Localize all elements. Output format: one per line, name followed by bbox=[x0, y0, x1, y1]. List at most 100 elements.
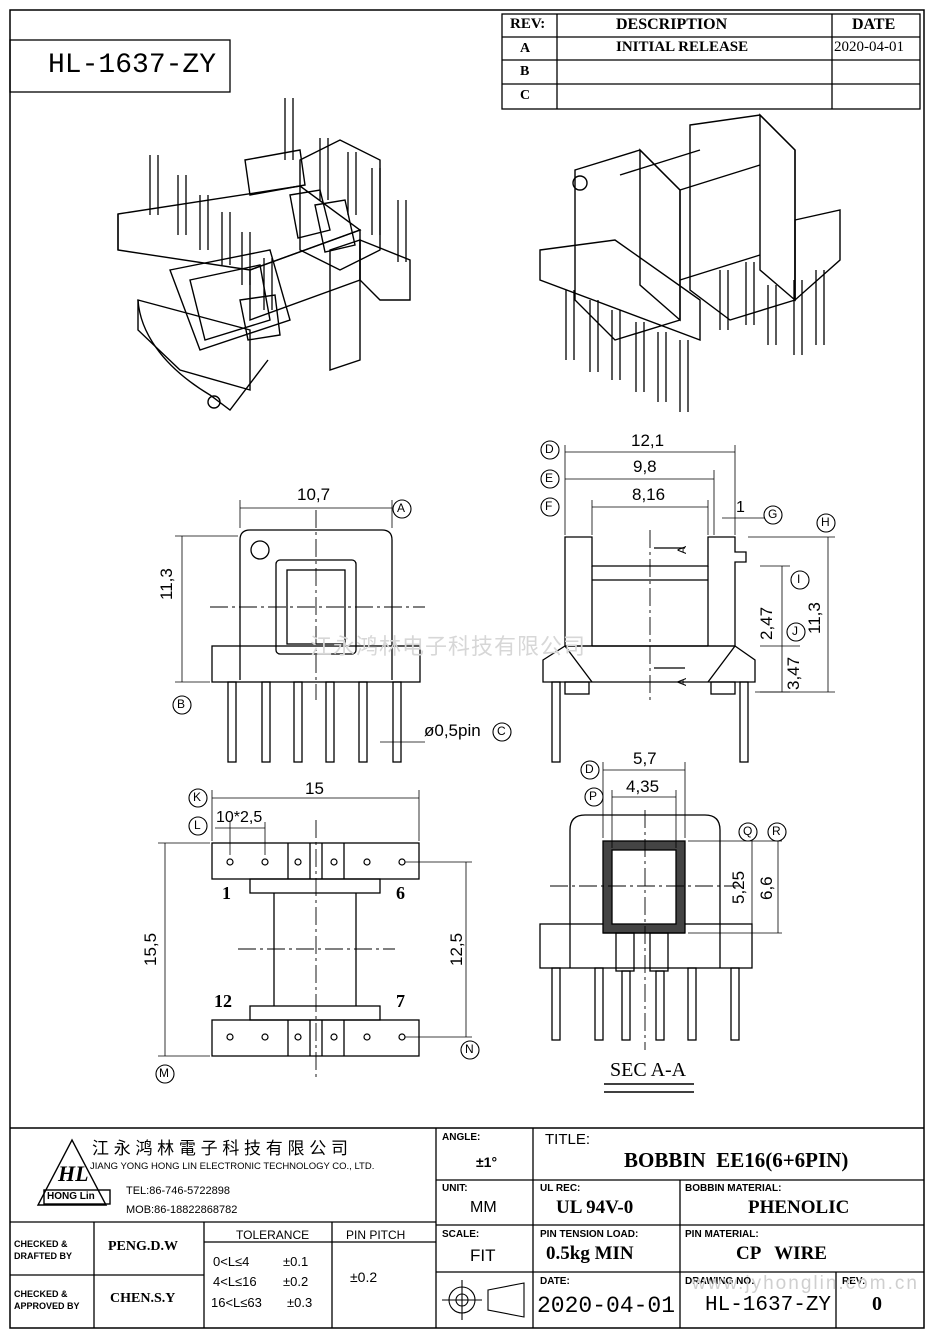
marker-e: E bbox=[545, 471, 554, 485]
date-header: DATE bbox=[852, 16, 896, 33]
dim-front-width: 10,7 bbox=[297, 485, 331, 504]
marker-p: P bbox=[589, 789, 598, 803]
tolerance-value-3: ±0.3 bbox=[287, 1295, 313, 1310]
checked-drafted-label-2: DRAFTED BY bbox=[14, 1251, 72, 1261]
date-label: DATE: bbox=[540, 1276, 570, 1287]
marker-m: M bbox=[159, 1066, 169, 1080]
section-view bbox=[539, 762, 782, 1093]
pin-tension-value: 0.5kg MIN bbox=[546, 1243, 634, 1264]
dim-side-h3: 11,3 bbox=[805, 602, 824, 634]
marker-r: R bbox=[772, 824, 781, 838]
rev-row-a-description: INITIAL RELEASE bbox=[616, 39, 749, 55]
section-label: SEC A-A bbox=[610, 1059, 687, 1081]
tolerance-range-3: 16<L≤63 bbox=[211, 1295, 262, 1310]
dim-side-w3: 8,16 bbox=[632, 485, 666, 504]
pin-tension-label: PIN TENSION LOAD: bbox=[540, 1229, 639, 1240]
logo-text: HL bbox=[58, 1161, 89, 1186]
section-arrow-bottom: A bbox=[675, 677, 690, 687]
drawing-number-label: DRAWING NO: bbox=[685, 1276, 755, 1287]
marker-d: D bbox=[545, 442, 554, 456]
tolerance-label: TOLERANCE bbox=[236, 1228, 310, 1242]
approver-name: CHEN.S.Y bbox=[110, 1291, 176, 1306]
bottom-view bbox=[158, 790, 472, 1080]
ul-value: UL 94V-0 bbox=[556, 1197, 634, 1218]
marker-q: Q bbox=[743, 824, 753, 838]
dim-side-h1: 2,47 bbox=[757, 606, 776, 640]
drawing-frame bbox=[9, 9, 925, 1329]
dim-pin-diameter: ø0,5pin bbox=[424, 721, 481, 740]
dim-bottom-width: 15 bbox=[305, 779, 324, 798]
marker-i: I bbox=[797, 572, 801, 586]
pin-label-1: 1 bbox=[222, 883, 231, 903]
part-number-box bbox=[9, 39, 231, 93]
dim-sec-h2: 6,6 bbox=[757, 876, 776, 900]
company-logo-shape bbox=[36, 1138, 111, 1206]
rev-row-b: B bbox=[520, 64, 530, 79]
checked-approved-label-2: APPROVED BY bbox=[14, 1301, 80, 1311]
unit-value: MM bbox=[470, 1199, 497, 1216]
revision-table-lines bbox=[501, 13, 921, 110]
bobbin-material-value: PHENOLIC bbox=[748, 1197, 850, 1218]
dim-sec-h1: 5,25 bbox=[729, 870, 748, 904]
marker-l: L bbox=[194, 818, 201, 832]
dim-front-height: 11,3 bbox=[157, 568, 176, 600]
pin-pitch-label: PIN PITCH bbox=[346, 1228, 406, 1242]
rev-row-a-date: 2020-04-01 bbox=[834, 39, 904, 55]
angle-label: ANGLE: bbox=[442, 1132, 481, 1143]
dim-bottom-pitch: 10*2,5 bbox=[216, 809, 263, 826]
rev-row-a: A bbox=[520, 41, 531, 56]
title-label: TITLE: bbox=[545, 1131, 591, 1148]
watermark: 江永鸿林电子科技有限公司 bbox=[310, 634, 587, 659]
date-value: 2020-04-01 bbox=[537, 1293, 676, 1319]
bobbin-material-label: BOBBIN MATERIAL: bbox=[685, 1183, 782, 1194]
dim-side-w2: 9,8 bbox=[633, 457, 657, 476]
scale-label: SCALE: bbox=[442, 1229, 480, 1240]
title-value: BOBBIN EE16(6+6PIN) bbox=[624, 1148, 849, 1172]
isometric-view-left bbox=[117, 98, 411, 411]
projection-symbol bbox=[442, 1280, 525, 1320]
rev-label: REV: bbox=[842, 1276, 866, 1287]
pin-material-label: PIN MATERIAL: bbox=[685, 1229, 759, 1240]
checked-approved-label-1: CHECKED & bbox=[14, 1289, 68, 1299]
section-arrow-top: A bbox=[675, 545, 690, 555]
tolerance-range-2: 4<L≤16 bbox=[213, 1274, 257, 1289]
scale-value: FIT bbox=[470, 1246, 496, 1265]
tolerance-value-1: ±0.1 bbox=[283, 1254, 309, 1269]
rev-row-c: C bbox=[520, 88, 531, 103]
marker-b: B bbox=[177, 697, 186, 711]
dim-bottom-h2: 12,5 bbox=[447, 932, 466, 966]
rev-value: 0 bbox=[872, 1293, 882, 1315]
pin-pitch-value: ±0.2 bbox=[350, 1269, 378, 1285]
marker-f: F bbox=[545, 499, 553, 513]
marker-k: K bbox=[193, 790, 202, 804]
company-mob: MOB:86-18822868782 bbox=[126, 1204, 238, 1216]
dim-sec-w1: 5,7 bbox=[633, 749, 657, 768]
marker-a: A bbox=[397, 501, 406, 515]
dim-side-w1: 12,1 bbox=[631, 431, 665, 450]
logo-sub: HONG Lin bbox=[47, 1191, 95, 1202]
company-tel: TEL:86-746-5722898 bbox=[126, 1185, 230, 1197]
pin-label-6: 6 bbox=[396, 883, 405, 903]
drafter-name: PENG.D.W bbox=[108, 1239, 178, 1254]
front-view bbox=[175, 500, 425, 763]
pin-material-value: CP WIRE bbox=[736, 1243, 827, 1264]
tolerance-range-1: 0<L≤4 bbox=[213, 1254, 250, 1269]
tolerance-value-2: ±0.2 bbox=[283, 1274, 309, 1289]
description-header: DESCRIPTION bbox=[616, 16, 728, 33]
title-block-lines bbox=[10, 1127, 924, 1328]
company-name-en: JIANG YONG HONG LIN ELECTRONIC TECHNOLOG… bbox=[90, 1161, 375, 1172]
marker-d-section: D bbox=[585, 762, 594, 776]
part-number-title: HL-1637-ZY bbox=[48, 50, 217, 81]
drawing-number-value: HL-1637-ZY bbox=[705, 1294, 832, 1317]
side-view bbox=[542, 445, 835, 763]
dim-side-gap: 1 bbox=[736, 499, 745, 516]
dim-side-h2: 3,47 bbox=[784, 656, 803, 690]
dim-sec-w2: 4,35 bbox=[626, 777, 660, 796]
website-watermark: www.jyhonglin.com.cn bbox=[692, 1273, 919, 1294]
company-name-cn: 江 永 鸿 林 電 子 科 技 有 限 公 司 bbox=[92, 1139, 348, 1158]
pin-label-7: 7 bbox=[396, 991, 405, 1011]
marker-circles bbox=[155, 440, 836, 1084]
ul-label: UL REC: bbox=[540, 1183, 581, 1194]
unit-label: UNIT: bbox=[442, 1183, 468, 1194]
